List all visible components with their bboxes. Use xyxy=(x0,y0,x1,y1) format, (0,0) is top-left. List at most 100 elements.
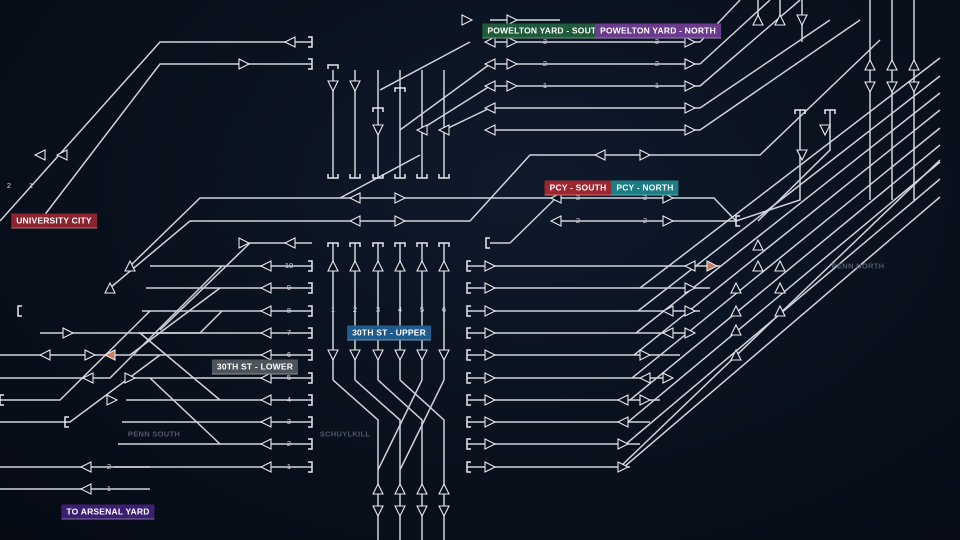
buffer-stop-icon xyxy=(372,174,384,179)
signal-icon xyxy=(661,327,674,339)
track-number-upper-1: 1 xyxy=(330,305,336,314)
buffer-stop-icon xyxy=(308,394,313,406)
buffer-stop-icon xyxy=(394,87,406,92)
signal-icon xyxy=(706,260,719,272)
signal-icon xyxy=(104,281,116,294)
signal-icon xyxy=(394,505,406,518)
signal-icon xyxy=(908,81,920,94)
buffer-stop-icon xyxy=(308,416,313,428)
track-number-pcy-south-2: 2 xyxy=(575,216,581,225)
signal-icon xyxy=(684,80,697,92)
track-segment xyxy=(109,39,881,289)
signal-icon xyxy=(730,304,742,317)
track-number-powelton-north-3: 3 xyxy=(654,37,660,46)
track-number-pcy-south-3: 3 xyxy=(575,193,581,202)
track-segment xyxy=(623,196,941,468)
track-segment xyxy=(509,197,557,244)
buffer-stop-icon xyxy=(466,327,471,339)
track-number-lower-10: 10 xyxy=(284,261,294,270)
buffer-stop-icon xyxy=(466,260,471,272)
buffer-stop-icon xyxy=(308,327,313,339)
signal-icon xyxy=(33,149,46,161)
signal-icon xyxy=(84,349,97,361)
signal-icon xyxy=(730,323,742,336)
signal-icon xyxy=(796,14,808,27)
signal-icon xyxy=(908,58,920,71)
signal-icon xyxy=(438,505,450,518)
label-powelton-yard-north[interactable]: POWELTON YARD - NORTH xyxy=(595,23,721,39)
track-number-university-city-1: 1 xyxy=(28,181,34,190)
signal-icon xyxy=(259,349,272,361)
buffer-stop-icon xyxy=(308,58,313,70)
label-powelton-yard-south[interactable]: POWELTON YARD - SOUTH xyxy=(482,23,608,39)
track-number-lower-3: 3 xyxy=(286,417,292,426)
signal-icon xyxy=(259,416,272,428)
buffer-stop-icon xyxy=(308,305,313,317)
signal-icon xyxy=(638,372,651,384)
track-segment xyxy=(419,85,491,131)
buffer-stop-icon xyxy=(308,438,313,450)
signal-icon xyxy=(549,215,562,227)
signal-icon xyxy=(415,124,428,136)
buffer-stop-icon xyxy=(349,242,361,247)
signal-icon xyxy=(438,482,450,495)
buffer-stop-icon xyxy=(485,237,490,249)
label-pcy-north[interactable]: PCY - NORTH xyxy=(611,180,679,196)
label-30th-st-lower[interactable]: 30TH ST - LOWER xyxy=(211,359,299,375)
signal-icon xyxy=(886,81,898,94)
signal-icon xyxy=(327,80,339,93)
track-segment xyxy=(633,109,941,356)
signal-icon xyxy=(864,58,876,71)
area-schuylkill: SCHUYLKILL xyxy=(319,429,371,439)
buffer-stop-icon xyxy=(416,242,428,247)
track-segment xyxy=(631,127,941,379)
label-to-arsenal-yard[interactable]: TO ARSENAL YARD xyxy=(61,504,155,520)
signal-icon xyxy=(372,482,384,495)
buffer-stop-icon xyxy=(394,174,406,179)
track-number-arsenal-1: 1 xyxy=(106,484,112,493)
buffer-stop-icon xyxy=(308,36,313,48)
signal-icon xyxy=(684,36,697,48)
signal-icon xyxy=(774,259,786,272)
signal-icon xyxy=(372,124,384,137)
buffer-stop-icon xyxy=(735,215,740,227)
signal-icon xyxy=(616,416,629,428)
signal-icon xyxy=(348,192,361,204)
buffer-stops xyxy=(0,36,836,473)
buffer-stop-icon xyxy=(17,305,22,317)
track-number-university-city-2: 2 xyxy=(6,181,12,190)
signal-icon xyxy=(684,124,697,136)
signal-icon xyxy=(774,281,786,294)
buffer-stop-icon xyxy=(438,242,450,247)
buffer-stop-icon xyxy=(349,174,361,179)
track-segment xyxy=(377,379,423,540)
track-segment xyxy=(757,110,831,222)
track-segment xyxy=(40,310,223,334)
buffer-stop-icon xyxy=(466,461,471,473)
signal-icon xyxy=(394,482,406,495)
label-university-city[interactable]: UNIVERSITY CITY xyxy=(11,213,97,229)
signal-icon xyxy=(506,14,519,26)
signal-icon xyxy=(484,260,497,272)
signal-icon xyxy=(79,483,92,495)
signal-icon xyxy=(259,461,272,473)
signal-icon xyxy=(327,349,339,362)
track-segment xyxy=(39,63,312,222)
buffer-stop-icon xyxy=(308,461,313,473)
signal-icon xyxy=(62,327,75,339)
signal-icon xyxy=(774,13,786,26)
signal-icon xyxy=(394,215,407,227)
track-segment xyxy=(0,310,151,401)
signal-icon xyxy=(483,36,496,48)
label-pcy-south[interactable]: PCY - SOUTH xyxy=(544,180,612,196)
signal-icon xyxy=(616,394,629,406)
track-number-lower-6: 6 xyxy=(286,350,292,359)
signal-icon xyxy=(483,80,496,92)
signal-icon xyxy=(259,260,272,272)
signal-icon xyxy=(238,237,251,249)
signal-icon xyxy=(684,58,697,70)
label-30th-st-upper[interactable]: 30TH ST - UPPER xyxy=(347,325,431,341)
buffer-stop-icon xyxy=(466,438,471,450)
